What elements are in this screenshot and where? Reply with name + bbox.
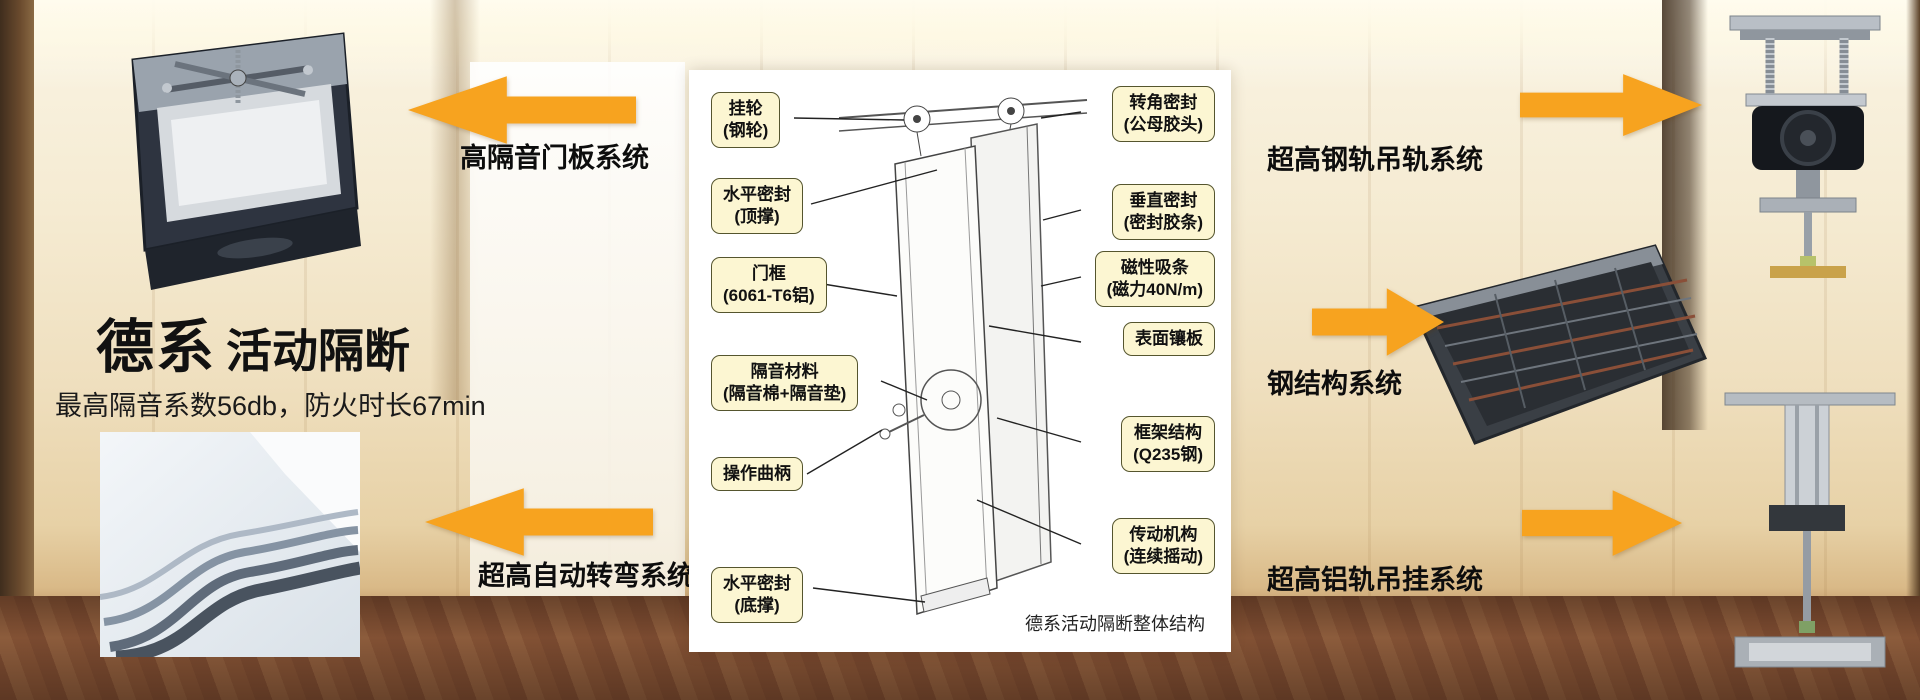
door-panel-mechanism-art: [131, 32, 361, 290]
steel-rail-trolley-art: [1729, 15, 1881, 278]
arrow-left-door-panel-system: [408, 74, 636, 146]
callout-horizontal-seal-bottom: 水平密封 (底撑): [711, 567, 803, 624]
partition-structure-drawing: [793, 97, 1088, 616]
callout-line1: 垂直密封: [1129, 191, 1198, 210]
callout-line1: 框架结构: [1134, 423, 1203, 442]
callout-line1: 操作曲柄: [723, 464, 791, 483]
callout-vertical-seal: 垂直密封 (密封胶条): [1111, 184, 1215, 241]
product-photo-aluminium-hanger: [1705, 385, 1915, 685]
callout-line1: 挂轮: [728, 99, 763, 118]
product-photo-steel-structure: [1405, 238, 1710, 453]
product-photo-door-panel-mechanism: [105, 22, 375, 302]
callout-hanging-wheel: 挂轮 (钢轮): [711, 92, 781, 149]
callout-line2: (密封胶条): [1123, 213, 1203, 233]
brand-name: 德系: [96, 315, 217, 380]
callout-line2: (6061-T6铝): [723, 286, 815, 306]
callout-magnetic-strip: 磁性吸条 (磁力40N/m): [1094, 251, 1215, 308]
curved-track-art: [100, 432, 360, 657]
diagram-caption: 德系活动隔断整体结构: [1025, 614, 1205, 634]
callout-line1: 传动机构: [1129, 525, 1198, 544]
right-arrow-icon: [1520, 74, 1702, 136]
steel-structure-art: [1410, 244, 1708, 445]
callout-corner-seal: 转角密封 (公母胶头): [1111, 86, 1215, 143]
callout-surface-panel: 表面镶板: [1123, 322, 1215, 357]
callout-door-frame: 门框 (6061-T6铝): [711, 257, 827, 314]
product-photo-curved-track: [100, 432, 360, 657]
callout-operating-crank: 操作曲柄: [711, 457, 803, 492]
structure-diagram-panel: 挂轮 (钢轮) 水平密封 (顶撑) 门框 (6061-T6铝) 隔音材料 (隔音…: [689, 70, 1231, 652]
right-arrow-icon: [1312, 288, 1444, 356]
brand-name-suffix: 活动隔断: [226, 325, 411, 377]
left-arrow-icon: [408, 76, 636, 144]
callout-acoustic-material: 隔音材料 (隔音棉+隔音垫): [711, 355, 859, 412]
arrow-right-steel-structure-system: [1312, 286, 1444, 358]
background-column-left: [0, 0, 34, 645]
callout-horizontal-seal-top: 水平密封 (顶撑): [711, 178, 803, 235]
callout-line2: (底撑): [734, 596, 780, 616]
callout-line2: (连续摇动): [1123, 547, 1203, 567]
callout-line1: 门框: [751, 264, 786, 283]
callout-line1: 转角密封: [1129, 93, 1198, 112]
background-column-edge: [1906, 0, 1920, 700]
callout-line1: 表面镶板: [1135, 329, 1203, 348]
callout-line2: (隔音棉+隔音垫): [723, 384, 847, 404]
callout-drive-mechanism: 传动机构 (连续摇动): [1111, 518, 1215, 575]
callout-line2: (磁力40N/m): [1106, 280, 1203, 300]
callout-line1: 水平密封: [723, 574, 791, 593]
system-label-auto-turning: 超高自动转弯系统: [478, 561, 694, 591]
product-photo-steel-rail-trolley: [1700, 10, 1916, 285]
brand-subtitle: 最高隔音系数56db，防火时长67min: [55, 391, 486, 421]
callout-line1: 磁性吸条: [1120, 258, 1189, 277]
system-label-door-panel: 高隔音门板系统: [460, 143, 649, 173]
callout-frame-structure: 框架结构 (Q235钢): [1121, 416, 1215, 473]
callout-line1: 隔音材料: [750, 362, 819, 381]
callout-line1: 水平密封: [723, 185, 791, 204]
system-label-steel-rail: 超高钢轨吊轨系统: [1267, 145, 1483, 175]
arrow-right-aluminium-rail-system: [1522, 488, 1682, 558]
callout-line2: (顶撑): [734, 207, 780, 227]
system-label-steel-structure: 钢结构系统: [1267, 369, 1402, 399]
callout-line2: (公母胶头): [1123, 115, 1203, 135]
aluminium-hanger-art: [1724, 392, 1896, 668]
system-label-aluminium-rail: 超高铝轨吊挂系统: [1267, 565, 1483, 595]
brand-title: 德系活动隔断: [96, 300, 410, 384]
callout-line2: (钢轮): [723, 121, 769, 141]
left-arrow-icon: [425, 488, 653, 556]
callout-line2: (Q235钢): [1133, 445, 1203, 465]
arrow-right-steel-rail-system: [1520, 72, 1702, 138]
right-arrow-icon: [1522, 490, 1682, 556]
arrow-left-auto-turning-system: [425, 486, 653, 558]
